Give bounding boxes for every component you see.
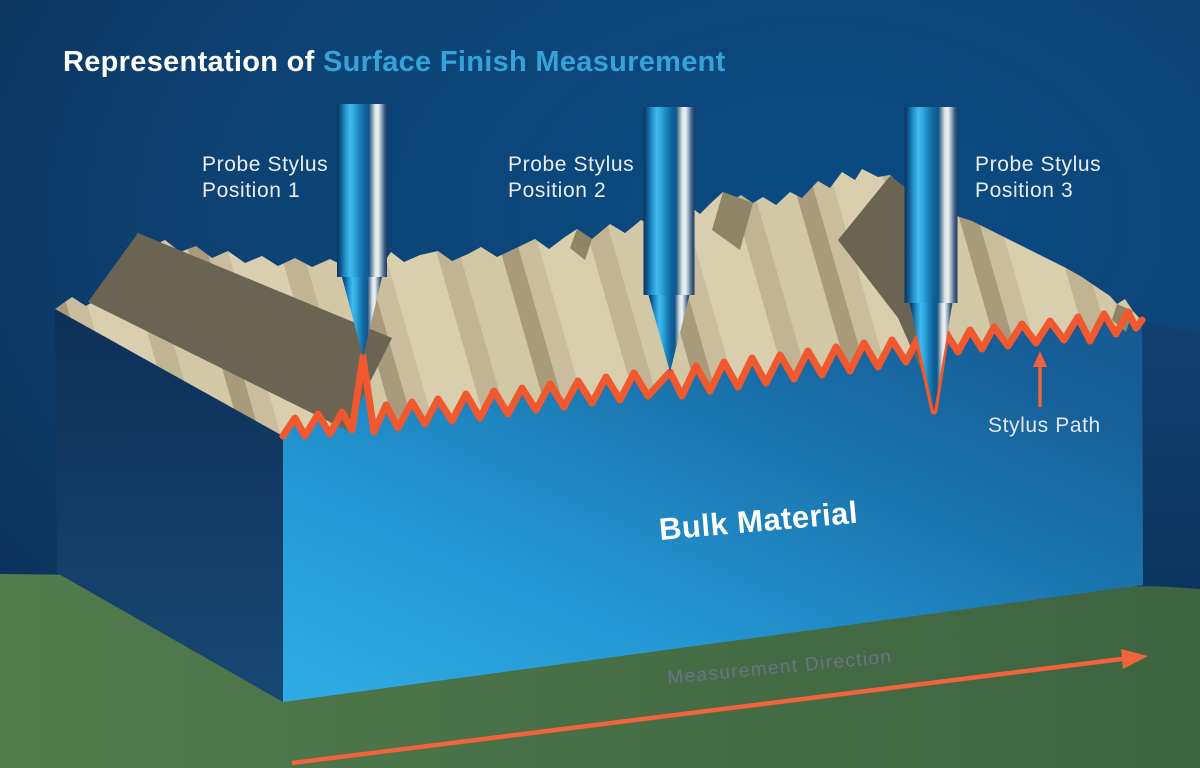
stylus-cylinder xyxy=(643,107,695,295)
page-title: Representation of Surface Finish Measure… xyxy=(63,46,726,78)
block-right-face xyxy=(1142,321,1200,589)
surface-shadow-wedge-left xyxy=(88,233,392,430)
probe-label-line: Probe Stylus xyxy=(975,153,1101,176)
probe-label-line: Position 1 xyxy=(202,179,300,202)
measurement-direction-arrow xyxy=(291,656,1123,766)
probe-label-line: Probe Stylus xyxy=(508,153,634,176)
probe-label-line: Position 2 xyxy=(508,179,606,202)
probe-label-1: Probe Stylus Position 1 xyxy=(202,153,328,202)
stylus-path-label: Stylus Path xyxy=(988,414,1101,437)
stylus-cylinder xyxy=(904,107,958,303)
block-left-face xyxy=(55,309,283,702)
probe-stylus-2 xyxy=(643,107,695,372)
probe-styluses xyxy=(337,104,958,411)
probe-stylus-1 xyxy=(337,104,387,357)
stylus-path-trace xyxy=(279,308,1146,440)
probe-label-2: Probe Stylus Position 2 xyxy=(508,153,634,202)
surface-shadow-tooth-2 xyxy=(570,229,592,260)
probe-label-line: Position 3 xyxy=(975,179,1073,202)
stylus-tip-cone xyxy=(648,295,690,372)
title-prefix: Representation of xyxy=(63,46,323,78)
stylus-tip-cone xyxy=(342,277,382,357)
surface-shadow-tooth-1 xyxy=(712,192,753,250)
stylus-path-arrowhead-icon xyxy=(1033,351,1047,367)
title-highlight: Surface Finish Measurement xyxy=(323,46,726,78)
probe-label-3: Probe Stylus Position 3 xyxy=(975,153,1101,202)
measurement-direction-arrowhead-icon xyxy=(1121,649,1148,669)
probe-label-line: Probe Stylus xyxy=(202,153,328,176)
probe-stylus-3 xyxy=(904,107,958,411)
stylus-path-callout: Stylus Path xyxy=(988,351,1101,437)
stylus-cylinder xyxy=(337,104,387,277)
block-front-face xyxy=(283,312,1143,702)
stylus-tip-cone xyxy=(909,303,953,411)
